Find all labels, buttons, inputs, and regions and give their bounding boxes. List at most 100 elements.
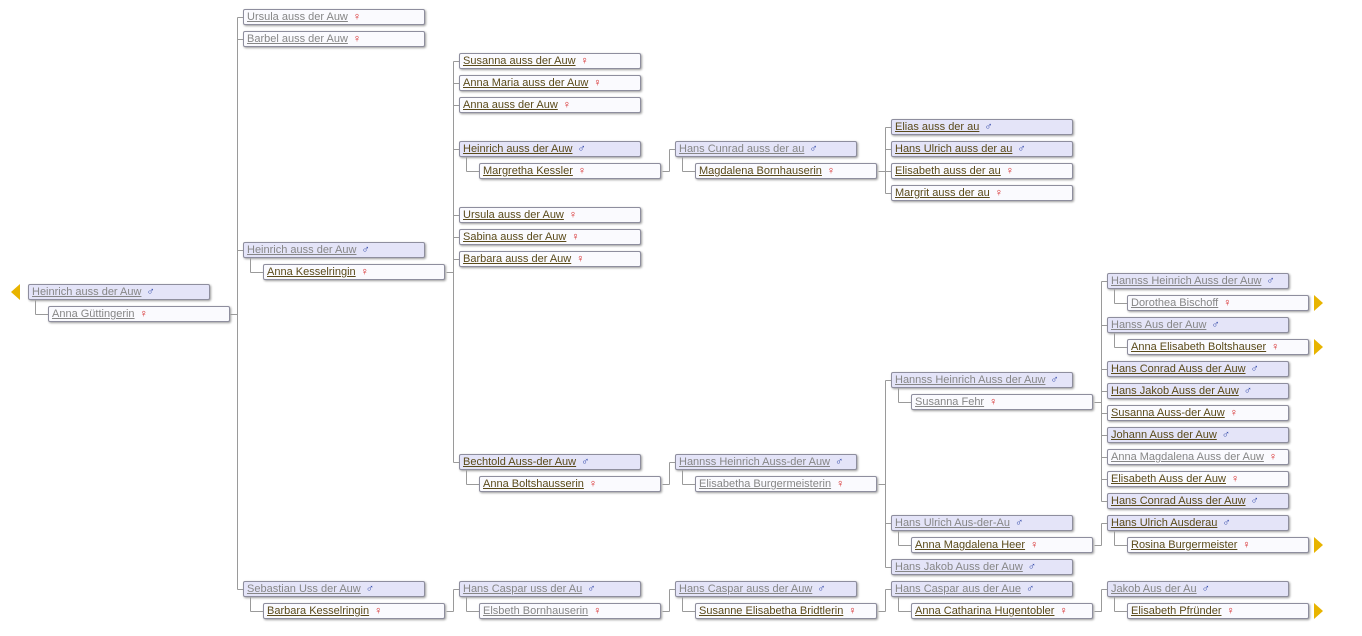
person-name-link[interactable]: Magdalena Bornhauserin xyxy=(699,165,822,177)
person-name-link[interactable]: Hannss Heinrich Auss der Auw xyxy=(895,374,1046,386)
person-card-anna-catharina-hugentobler: Anna Catharina Hugentobler♀ xyxy=(911,603,1093,619)
person-name-link[interactable]: Anna auss der Auw xyxy=(463,99,558,111)
person-name-link[interactable]: Hans Conrad Auss der Auw xyxy=(1111,495,1246,507)
person-name-link[interactable]: Barbara Kesselringin xyxy=(267,605,370,617)
person-name-link[interactable]: Anna Magdalena Auss der Auw xyxy=(1111,451,1264,463)
female-symbol-icon: ♀ xyxy=(352,33,362,45)
person-card-hannss-heinrich-auss-der-auw: Hannss Heinrich Auss der Auw♂ xyxy=(891,372,1073,388)
person-name-link[interactable]: Barbara auss der Auw xyxy=(463,253,572,265)
person-card-barbel-auss-der-auw: Barbel auss der Auw ♀ xyxy=(243,31,425,47)
person-name-link[interactable]: Susanna Fehr xyxy=(915,396,985,408)
person-name-link[interactable]: Rosina Burgermeister xyxy=(1131,539,1238,551)
person-name-link[interactable]: Hans Ulrich Ausderau xyxy=(1111,517,1218,529)
person-card-bechtold-auss-der-auw: Bechtold Auss-der Auw ♂ xyxy=(459,454,641,470)
person-card-hans-caspar-aus-der-aue: Hans Caspar aus der Aue♂ xyxy=(891,581,1073,597)
person-card-johann-auss-der-auw: Johann Auss der Auw♂ xyxy=(1107,427,1289,443)
person-card-hans-jakob-auss-der-auw: Hans Jakob Auss der Auw ♂ xyxy=(891,559,1073,575)
person-name-link[interactable]: Hans Caspar aus der Aue xyxy=(895,583,1021,595)
person-name-link[interactable]: Barbel auss der Auw xyxy=(247,33,348,45)
person-card-susanne-elisabetha-bridtlerin: Susanne Elisabetha Bridtlerin♀ xyxy=(695,603,877,619)
person-name-link[interactable]: Heinrich auss der Auw xyxy=(32,286,142,298)
person-name-link[interactable]: Hans Jakob Auss der Auw xyxy=(895,561,1023,573)
person-name-link[interactable]: Ursula auss der Auw xyxy=(463,209,564,221)
person-name-link[interactable]: Anna Magdalena Heer xyxy=(915,539,1026,551)
expand-arrow-icon[interactable] xyxy=(1314,537,1323,553)
person-card-anna-magdalena-heer: Anna Magdalena Heer♀ xyxy=(911,537,1093,553)
person-card-elisabeth-auss-der-auw: Elisabeth Auss der Auw♀ xyxy=(1107,471,1289,487)
female-symbol-icon: ♀ xyxy=(1223,297,1232,309)
person-name-link[interactable]: Bechtold Auss-der Auw xyxy=(463,456,577,468)
male-symbol-icon: ♂ xyxy=(1014,517,1024,529)
female-symbol-icon: ♀ xyxy=(994,187,1004,199)
person-card-barbara-kesselringin: Barbara Kesselringin ♀ xyxy=(263,603,445,619)
person-name-link[interactable]: Hans Caspar uss der Au xyxy=(463,583,583,595)
person-name-link[interactable]: Hans Cunrad auss der au xyxy=(679,143,805,155)
female-symbol-icon: ♀ xyxy=(374,605,383,617)
female-symbol-icon: ♀ xyxy=(568,209,578,221)
male-symbol-icon: ♂ xyxy=(1017,143,1026,155)
person-card-hans-conrad-auss-der-auw: Hans Conrad Auss der Auw♂ xyxy=(1107,493,1289,509)
male-symbol-icon: ♂ xyxy=(581,456,590,468)
person-card-heinrich-auss-der-auw: Heinrich auss der Auw ♂ xyxy=(243,242,425,258)
expand-arrow-icon[interactable] xyxy=(1314,603,1323,619)
person-name-link[interactable]: Heinrich auss der Auw xyxy=(247,244,357,256)
person-card-anna-boltshausserin: Anna Boltshausserin ♀ xyxy=(479,476,661,492)
female-symbol-icon: ♀ xyxy=(562,99,572,111)
person-name-link[interactable]: Anna Güttingerin xyxy=(52,308,135,320)
expand-arrow-icon[interactable] xyxy=(1314,295,1323,311)
person-card-elisabeth-auss-der-au: Elisabeth auss der au♀ xyxy=(891,163,1073,179)
person-name-link[interactable]: Ursula auss der Auw xyxy=(247,11,348,23)
female-symbol-icon: ♀ xyxy=(576,253,585,265)
person-name-link[interactable]: Heinrich auss der Auw xyxy=(463,143,573,155)
male-symbol-icon: ♂ xyxy=(835,456,844,468)
expand-arrow-icon[interactable] xyxy=(1314,339,1323,355)
person-name-link[interactable]: Elisabeth auss der au xyxy=(895,165,1001,177)
female-symbol-icon: ♀ xyxy=(1226,605,1235,617)
person-name-link[interactable]: Sabina auss der Auw xyxy=(463,231,567,243)
person-name-link[interactable]: Susanna Auss-der Auw xyxy=(1111,407,1225,419)
person-card-hans-jakob-auss-der-auw: Hans Jakob Auss der Auw♂ xyxy=(1107,383,1289,399)
person-name-link[interactable]: Hannss Heinrich Auss-der Auw xyxy=(679,456,831,468)
person-card-susanna-fehr: Susanna Fehr♀ xyxy=(911,394,1093,410)
person-name-link[interactable]: Hans Conrad Auss der Auw xyxy=(1111,363,1246,375)
female-symbol-icon: ♀ xyxy=(577,165,587,177)
male-symbol-icon: ♂ xyxy=(587,583,596,595)
person-name-link[interactable]: Margrit auss der au xyxy=(895,187,990,199)
person-card-ursula-auss-der-auw: Ursula auss der Auw♀ xyxy=(243,9,425,25)
person-name-link[interactable]: Elisabeth Pfründer xyxy=(1131,605,1222,617)
person-name-link[interactable]: Hannss Heinrich Auss der Auw xyxy=(1111,275,1262,287)
person-name-link[interactable]: Anna Boltshausserin xyxy=(483,478,584,490)
person-name-link[interactable]: Dorothea Bischoff xyxy=(1131,297,1219,309)
person-name-link[interactable]: Elisabetha Burgermeisterin xyxy=(699,478,832,490)
person-name-link[interactable]: Anna Kesselringin xyxy=(267,266,356,278)
person-card-anna-auss-der-auw: Anna auss der Auw ♀ xyxy=(459,97,641,113)
person-name-link[interactable]: Susanna auss der Auw xyxy=(463,55,576,67)
male-symbol-icon: ♂ xyxy=(1201,583,1210,595)
person-name-link[interactable]: Hans Jakob Auss der Auw xyxy=(1111,385,1239,397)
person-card-hannss-heinrich-auss-der-auw: Hannss Heinrich Auss der Auw♂ xyxy=(1107,273,1289,289)
person-name-link[interactable]: Anna Maria auss der Auw xyxy=(463,77,589,89)
back-arrow-icon[interactable] xyxy=(11,284,20,300)
person-name-link[interactable]: Hans Ulrich Aus-der-Au xyxy=(895,517,1010,529)
person-name-link[interactable]: Hans Caspar auss der Auw xyxy=(679,583,813,595)
person-card-susanna-auss-der-auw: Susanna Auss-der Auw♀ xyxy=(1107,405,1289,421)
person-card-margrit-auss-der-au: Margrit auss der au ♀ xyxy=(891,185,1073,201)
person-name-link[interactable]: Johann Auss der Auw xyxy=(1111,429,1217,441)
person-card-barbara-auss-der-auw: Barbara auss der Auw ♀ xyxy=(459,251,641,267)
person-name-link[interactable]: Hans Ulrich auss der au xyxy=(895,143,1013,155)
person-name-link[interactable]: Margretha Kessler xyxy=(483,165,573,177)
person-name-link[interactable]: Elias auss der au xyxy=(895,121,980,133)
person-name-link[interactable]: Hanss Aus der Auw xyxy=(1111,319,1207,331)
person-name-link[interactable]: Elisabeth Auss der Auw xyxy=(1111,473,1226,485)
person-name-link[interactable]: Anna Elisabeth Boltshauser xyxy=(1131,341,1267,353)
person-name-link[interactable]: Sebastian Uss der Auw xyxy=(247,583,361,595)
person-name-link[interactable]: Anna Catharina Hugentobler xyxy=(915,605,1055,617)
person-name-link[interactable]: Jakob Aus der Au xyxy=(1111,583,1197,595)
person-card-elias-auss-der-au: Elias auss der au♂ xyxy=(891,119,1073,135)
female-symbol-icon: ♀ xyxy=(588,478,598,490)
male-symbol-icon: ♂ xyxy=(1027,561,1037,573)
person-name-link[interactable]: Elsbeth Bornhauserin xyxy=(483,605,589,617)
male-symbol-icon: ♂ xyxy=(361,244,370,256)
person-name-link[interactable]: Susanne Elisabetha Bridtlerin xyxy=(699,605,844,617)
female-symbol-icon: ♀ xyxy=(593,77,602,89)
